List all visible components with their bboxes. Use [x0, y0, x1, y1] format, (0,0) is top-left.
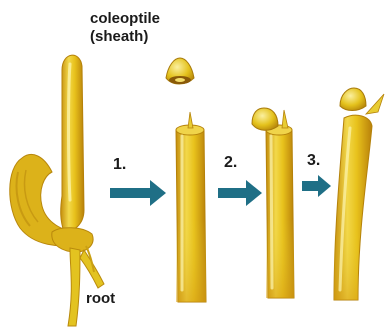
stage3-tip — [340, 88, 366, 111]
seedling-coleoptile — [61, 55, 84, 232]
arrow-right-icon — [218, 180, 262, 206]
arrow-right-icon — [302, 175, 331, 197]
stage1-tip — [166, 58, 194, 84]
root-side — [80, 250, 104, 288]
step-3-label: 3. — [307, 152, 320, 170]
root-label: root — [86, 290, 115, 307]
arrow-right-icon — [110, 180, 166, 206]
root-main — [68, 248, 80, 326]
sheath-label: (sheath) — [90, 28, 148, 45]
seedling — [10, 55, 104, 326]
step-2-label: 2. — [224, 154, 237, 172]
stage1-stump — [176, 112, 206, 302]
step-1-label: 1. — [113, 156, 126, 174]
coleoptile-label: coleoptile — [90, 10, 160, 27]
stage3-stem — [334, 94, 384, 300]
stage2-tip — [252, 108, 278, 130]
stage2-stump — [266, 110, 294, 298]
